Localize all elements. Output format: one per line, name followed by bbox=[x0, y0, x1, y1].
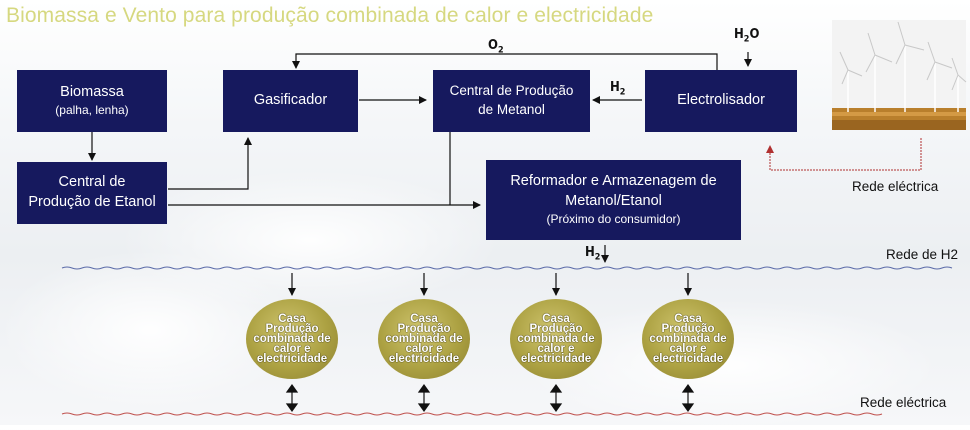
house-chp-3: Casa Produção combinada de calor e elect… bbox=[510, 299, 602, 379]
house-label: Casa Produção combinada de calor e elect… bbox=[649, 313, 727, 365]
label-rede-electrica-bottom: Rede eléctrica bbox=[860, 395, 947, 410]
box-reformador: Reformador e Armazenagem de Metanol/Etan… bbox=[486, 160, 741, 240]
box-central-metanol: Central de Produção de Metanol bbox=[433, 70, 590, 132]
etanol-line1: Central de bbox=[58, 174, 126, 191]
label-h2o: H2O bbox=[734, 27, 760, 45]
box-biomassa: Biomassa (palha, lenha) bbox=[17, 70, 167, 132]
house-chp-2: Casa Produção combinada de calor e elect… bbox=[378, 299, 470, 379]
electrolisador-label: Electrolisador bbox=[677, 92, 765, 109]
reformador-line3: (Próximo do consumidor) bbox=[546, 212, 681, 227]
label-o2: O2 bbox=[488, 38, 504, 56]
reformador-line2: Metanol/Etanol bbox=[565, 192, 662, 209]
double-arrow-house-1 bbox=[285, 383, 299, 413]
wind-farm-illustration bbox=[832, 20, 967, 130]
etanol-line2: Produção de Etanol bbox=[28, 194, 156, 210]
box-central-etanol: Central de Produção de Etanol bbox=[17, 162, 167, 224]
biomassa-subtitle: (palha, lenha) bbox=[55, 103, 129, 118]
house-label: Casa Produção combinada de calor e elect… bbox=[385, 313, 463, 365]
label-h2-down: H2 bbox=[585, 245, 601, 263]
double-arrow-house-2 bbox=[417, 383, 431, 413]
rede-h2-line bbox=[61, 266, 953, 270]
house-label: Casa Produção combinada de calor e elect… bbox=[517, 313, 595, 365]
box-gasificador: Gasificador bbox=[223, 70, 358, 132]
reformador-line1: Reformador e Armazenagem de bbox=[510, 173, 717, 190]
rede-electrica-bottom-line bbox=[61, 412, 883, 416]
line-rede-electrica-wind bbox=[766, 138, 922, 171]
diagram-title: Biomassa e Vento para produção combinada… bbox=[6, 4, 654, 27]
house-chp-4: Casa Produção combinada de calor e elect… bbox=[642, 299, 734, 379]
double-arrow-house-3 bbox=[549, 383, 563, 413]
house-chp-1: Casa Produção combinada de calor e elect… bbox=[246, 299, 338, 379]
arrow-etanol-to-gasificador bbox=[168, 137, 252, 190]
metanol-line1: Central de Produção bbox=[449, 83, 574, 99]
metanol-line2: de Metanol bbox=[478, 102, 545, 117]
label-h2-to-metanol: H2 bbox=[610, 80, 626, 98]
gasificador-label: Gasificador bbox=[253, 92, 328, 109]
line-o2-feedback bbox=[292, 53, 718, 70]
double-arrow-house-4 bbox=[681, 383, 695, 413]
biomassa-title: Biomassa bbox=[60, 83, 124, 100]
label-rede-h2: Rede de H2 bbox=[886, 247, 959, 262]
house-label: Casa Produção combinada de calor e elect… bbox=[253, 313, 331, 365]
label-rede-electrica-top: Rede eléctrica bbox=[852, 179, 939, 194]
box-electrolisador: Electrolisador bbox=[645, 70, 797, 132]
